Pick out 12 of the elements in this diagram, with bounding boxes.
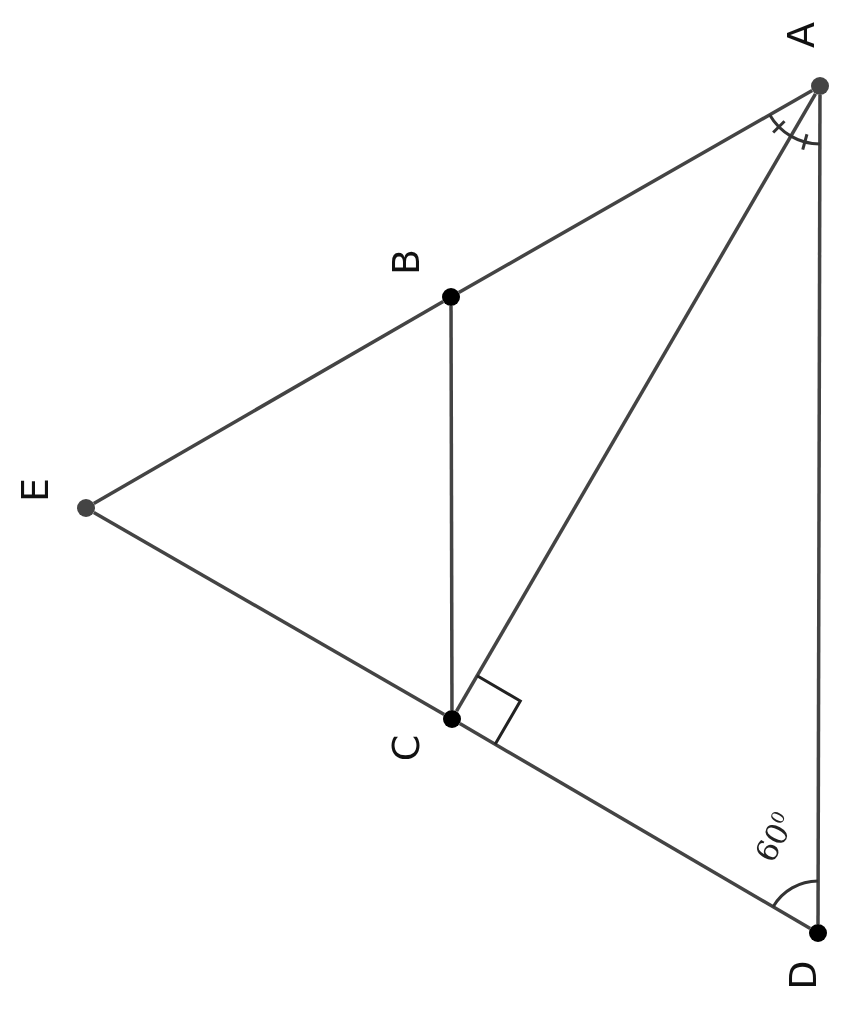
line-segment: [449, 306, 454, 710]
line-segment: [816, 95, 822, 924]
line-segment: [458, 722, 812, 930]
point-label: D: [783, 960, 822, 990]
line-segment: [92, 511, 446, 716]
line-segment: [457, 88, 814, 295]
point-label: C: [387, 734, 426, 762]
point-label: A: [782, 22, 820, 48]
point-label: E: [16, 478, 54, 502]
line-segment: [92, 300, 445, 505]
line-segment: [455, 92, 817, 713]
point-label: B: [387, 248, 426, 276]
